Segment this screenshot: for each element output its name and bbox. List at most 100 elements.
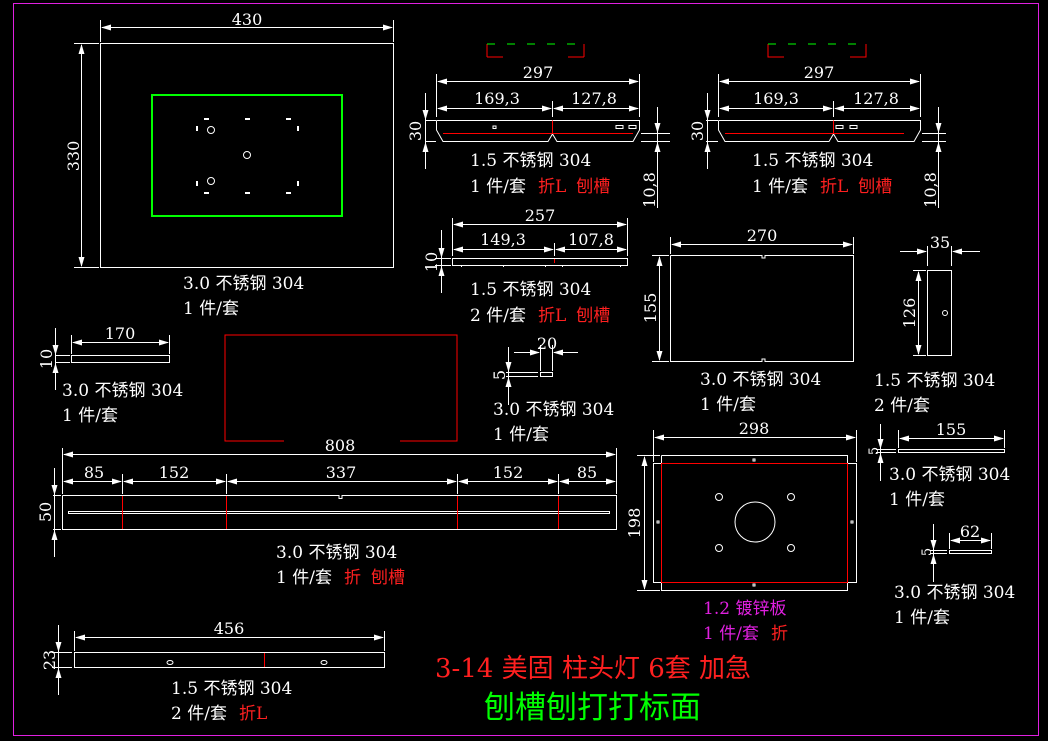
- dimension-height: 10: [422, 230, 451, 293]
- dimension-side: 10,8: [640, 107, 670, 208]
- dim-label: 152: [159, 463, 190, 482]
- strip-outline: [452, 258, 628, 267]
- dim-label: 62: [960, 522, 980, 541]
- quantity-label: 1 件/套: [700, 395, 756, 415]
- dim-label: 155: [641, 293, 660, 324]
- dim-label: 198: [625, 508, 644, 539]
- material-label: 1.5 不锈钢 304: [470, 151, 591, 171]
- dimension-split: 149,3 107,8: [453, 230, 627, 256]
- hole: [715, 544, 723, 552]
- hole: [715, 493, 723, 501]
- material-label: 3.0 不锈钢 304: [894, 583, 1015, 603]
- dim-label: 257: [525, 206, 556, 225]
- part-plate-270: 270 155 3.0 不锈钢 304 1 件/套: [641, 226, 854, 415]
- dim-label: 5: [490, 370, 509, 380]
- dimension-segments: 85 152 337 152 85: [63, 463, 616, 494]
- dim-label: 23: [40, 650, 59, 670]
- dimension-height: 30: [688, 93, 718, 169]
- dimension-split: 169,3 127,8: [437, 89, 639, 117]
- dimension-height: 5: [490, 347, 538, 405]
- material-label: 3.0 不锈钢 304: [493, 400, 614, 420]
- dim-label: 20: [537, 334, 557, 353]
- material-label: 1.5 不锈钢 304: [470, 280, 591, 300]
- dim-label: 10,8: [640, 172, 659, 208]
- quantity-label: 1 件/套折: [703, 624, 788, 644]
- material-label: 1.2 镀锌板: [703, 599, 786, 619]
- dim-label: 5: [920, 548, 935, 556]
- dimension-width: 298: [653, 419, 857, 462]
- plate-outline: [100, 43, 394, 268]
- part-bracket-35: 35 126 1.5 不锈钢 304 2 件/套: [874, 233, 995, 416]
- dim-label: 149,3: [480, 230, 526, 249]
- material-label: 3.0 不锈钢 304: [700, 370, 821, 390]
- dimension-width: 62: [949, 522, 992, 549]
- dim-label: 10: [422, 252, 441, 272]
- section-profile: [767, 43, 867, 58]
- dim-label: 456: [214, 619, 245, 638]
- dim-label: 10: [37, 349, 56, 369]
- dim-label: 169,3: [753, 89, 799, 108]
- material-label: 3.0 不锈钢 304: [276, 543, 397, 563]
- material-label: 1.5 不锈钢 304: [752, 151, 873, 171]
- dim-label: 30: [688, 121, 707, 141]
- part-channel-b: 297 169,3 127,8 30 10,8: [688, 43, 946, 208]
- dim-label: 85: [84, 463, 104, 482]
- dimension-height: 50: [36, 468, 61, 557]
- dimension-width: 270: [670, 226, 854, 254]
- center-hole: [734, 501, 776, 543]
- dim-label: 337: [326, 463, 357, 482]
- dim-label: 5: [867, 447, 882, 455]
- quantity-label: 1 件/套: [62, 406, 118, 426]
- dimension-width: 35: [900, 233, 980, 266]
- dim-label: 298: [739, 419, 770, 438]
- material-label: 3.0 不锈钢 304: [62, 381, 183, 401]
- dim-label: 430: [232, 10, 263, 29]
- dim-label: 297: [523, 63, 554, 82]
- dim-label: 107,8: [568, 230, 614, 249]
- dim-label: 127,8: [853, 89, 899, 108]
- part-base-plate-298: 298 198 1.2 镀锌板 1 件/套折: [625, 419, 857, 644]
- dimension-width: 20: [514, 334, 578, 371]
- quantity-label: 1 件/套折刨槽: [276, 568, 405, 588]
- dimension-width: 155: [898, 420, 1005, 448]
- dimension-height: 5: [920, 524, 947, 582]
- process-title: 刨槽刨打打标面: [484, 690, 701, 726]
- dim-label: 270: [747, 226, 778, 245]
- dimension-height: 23: [40, 625, 72, 695]
- dimension-height: 330: [64, 43, 99, 268]
- dim-label: 330: [64, 141, 83, 172]
- dimension-total: 297: [718, 63, 921, 117]
- dim-label: 85: [577, 463, 597, 482]
- dimension-total: 257: [452, 206, 628, 256]
- hole: [787, 544, 795, 552]
- dimension-split: 169,3 127,8: [719, 89, 920, 117]
- dimension-width: 430: [100, 10, 394, 42]
- cutout-outline: [151, 94, 343, 217]
- drawing-frame: [13, 3, 1039, 736]
- quantity-label: 2 件/套: [874, 396, 930, 416]
- dim-label: 155: [936, 420, 967, 439]
- mount-marks: [196, 118, 299, 194]
- channel-outline: [436, 120, 640, 142]
- part-channel-a: 297 169,3 127,8 30 10,8: [406, 43, 670, 208]
- part-bar-170: 170 10 3.0 不锈钢 304 1 件/套: [37, 324, 183, 426]
- dimension-height: 198: [625, 455, 660, 591]
- quantity-label: 1 件/套: [894, 608, 950, 628]
- dimension-width: 456: [74, 619, 385, 651]
- hole: [787, 493, 795, 501]
- quantity-label: 2 件/套折L: [171, 704, 267, 724]
- dim-label: 35: [930, 233, 950, 252]
- dimension-width: 170: [71, 324, 170, 354]
- order-title: 3-14 美固 柱头灯 6套 加急: [435, 654, 751, 684]
- dim-label: 808: [325, 436, 356, 455]
- dimension-total: 808: [62, 436, 617, 494]
- dim-label: 169,3: [474, 89, 520, 108]
- part-top-plate: 430 330 3.0 不锈钢 304 1 件/套: [64, 10, 394, 319]
- part-strip-456: 456 23 1.5 不锈钢 304 2 件/套折L: [40, 619, 385, 724]
- hole: [243, 151, 251, 159]
- dimension-height: 30: [406, 93, 436, 169]
